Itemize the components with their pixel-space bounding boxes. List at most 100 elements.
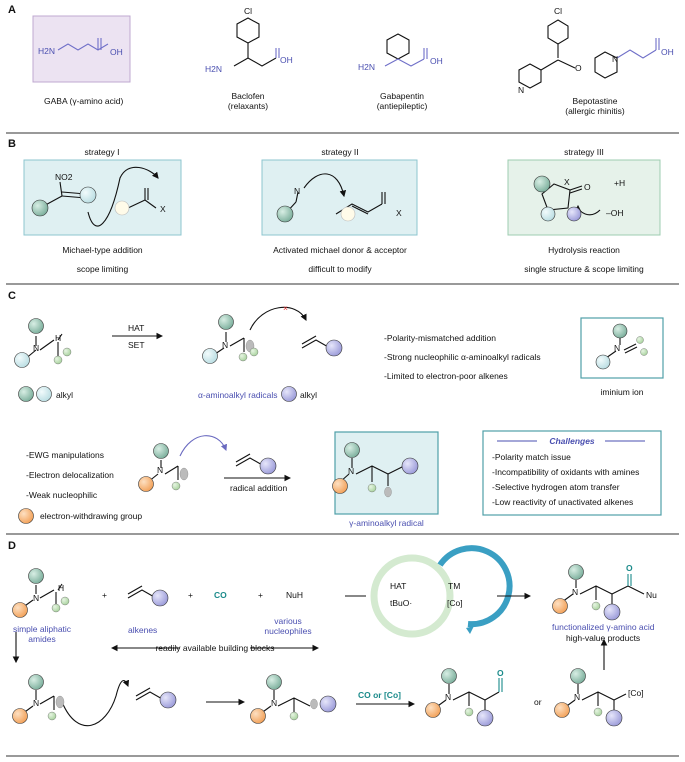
strategy3-desc1: Hydrolysis reaction [548, 245, 620, 255]
tbuo-label: tBuO· [390, 598, 413, 608]
strategy1-x: X [160, 204, 166, 214]
nuh-reagent: NuH [286, 590, 304, 600]
ewg-point-2: -Electron delocalization [26, 470, 114, 480]
or-label: or [534, 697, 542, 707]
gabapentin-h2n: H2N [358, 62, 376, 72]
d-acyl-n: N [445, 692, 452, 702]
gaba-highlight-box [32, 15, 131, 83]
baclofen-oh: OH [280, 55, 293, 65]
gabapentin-structure [384, 33, 428, 67]
challenge-1: -Polarity match issue [492, 452, 571, 462]
strategy2-desc2: difficult to modify [308, 264, 372, 274]
bepotastine-oh: OH [661, 47, 674, 57]
c-point-1: -Polarity-mismatched addition [384, 333, 496, 343]
d-cobalt-complex: [Co] [628, 688, 644, 698]
radical-addition-label: radical addition [230, 483, 288, 493]
iminium-n: N [614, 343, 621, 353]
co-reagent: CO [214, 590, 227, 600]
challenge-4: -Low reactivity of unactivated alkenes [492, 497, 634, 507]
panel-label-d: D [8, 540, 16, 552]
strategy3-box [507, 159, 661, 236]
iminium-label: iminium ion [600, 387, 644, 397]
panel-label-c: C [8, 290, 16, 302]
strategy1-desc2: scope limiting [76, 264, 129, 274]
high-value-label: high-value products [566, 633, 641, 643]
d-product-o: O [626, 563, 633, 573]
co-catalyst-label: [Co] [447, 598, 463, 608]
d-acyl-o: O [497, 668, 504, 678]
d-gamma-n: N [271, 698, 278, 708]
plus-1: + [102, 590, 107, 600]
strategy3-oh: –OH [606, 208, 624, 218]
gaba-structure [57, 38, 109, 51]
strategy2-n: N [294, 186, 301, 196]
c-point-2: -Strong nucleophilic α-aminoalkyl radica… [384, 352, 541, 362]
challenge-3: -Selective hydrogen atom transfer [492, 482, 620, 492]
strategy3-x: X [564, 177, 570, 187]
hat-cycle [370, 554, 454, 638]
baclofen-structure [233, 17, 280, 67]
hat-label: HAT [128, 323, 145, 333]
panel-label-a: A [8, 4, 16, 16]
alkyl-label-2: alkyl [300, 390, 318, 400]
hat-cycle-label: HAT [390, 581, 407, 591]
gaba-h2n: H2N [38, 46, 56, 56]
alkenes-label: alkenes [128, 625, 158, 635]
challenge-2: -Incompatibility of oxidants with amines [492, 467, 640, 477]
c-amine-h: H [55, 333, 62, 343]
alpha-radical-label: α-aminoalkyl radicals [198, 390, 278, 400]
gaba-label: GABA (γ-amino acid) [44, 96, 124, 106]
ewg-legend-label: electron-withdrawing group [40, 511, 143, 521]
gaba-oh: OH [110, 47, 123, 57]
strategy3-title: strategy III [564, 147, 604, 157]
mismatch-cross: × [283, 303, 288, 313]
teal-sphere [31, 199, 49, 217]
strategy1-no2: NO2 [55, 172, 73, 182]
c-ewg-n: N [157, 465, 164, 475]
d-radical-n: N [33, 698, 40, 708]
c-amine-n: N [33, 343, 40, 353]
c-point-3: -Limited to electron-poor alkenes [384, 371, 508, 381]
bepotastine-use: (allergic rhinitis) [565, 106, 625, 116]
bepotastine-name: Bepotastine [572, 96, 618, 106]
strategy3-desc2: single structure & scope limiting [524, 264, 644, 274]
gamma-radical-label: γ-aminoalkyl radical [349, 518, 424, 528]
bepotastine-n2: N [612, 54, 619, 64]
gabapentin-use: (antiepileptic) [376, 101, 428, 111]
plus-3: + [258, 590, 263, 600]
c-gamma-n: N [348, 466, 355, 476]
panel-label-b: B [8, 138, 16, 150]
co-or-co-label: CO or [Co] [358, 690, 401, 700]
plus-2: + [188, 590, 193, 600]
ewg-point-3: -Weak nucleophilic [26, 490, 98, 500]
strategy2-x: X [396, 208, 402, 218]
gabapentin-oh: OH [430, 56, 443, 66]
tm-cycle-label: TM [448, 581, 461, 591]
bepotastine-n1: N [518, 85, 525, 95]
challenges-box [482, 430, 662, 516]
tm-cycle [437, 545, 513, 628]
nucleophiles-label-2: nucleophiles [264, 626, 312, 636]
d-product-n: N [572, 587, 579, 597]
challenges-title: Challenges [549, 436, 595, 446]
d-amide-n: N [33, 593, 40, 603]
strategy3-h: +H [614, 178, 626, 188]
amides-label-2: amides [28, 634, 56, 644]
bepotastine-structure [518, 19, 660, 89]
bepotastine-cl: Cl [554, 6, 563, 16]
baclofen-name: Baclofen [231, 91, 265, 101]
building-blocks-label: readily available building blocks [155, 643, 275, 653]
set-label: SET [128, 340, 145, 350]
d-amide-h: H [58, 583, 65, 593]
cream-sphere [114, 200, 130, 216]
amides-label-1: simple aliphatic [12, 624, 72, 634]
strategy1-title: strategy I [84, 147, 120, 157]
baclofen-cl: Cl [244, 6, 253, 16]
strategy2-title: strategy II [321, 147, 359, 157]
d-cobalt-n: N [574, 692, 581, 702]
alkyl-label-1: alkyl [56, 390, 74, 400]
lightblue-sphere [79, 186, 97, 204]
baclofen-use: (relaxants) [227, 101, 269, 111]
functionalized-label: functionalized γ-amino acid [552, 622, 655, 632]
